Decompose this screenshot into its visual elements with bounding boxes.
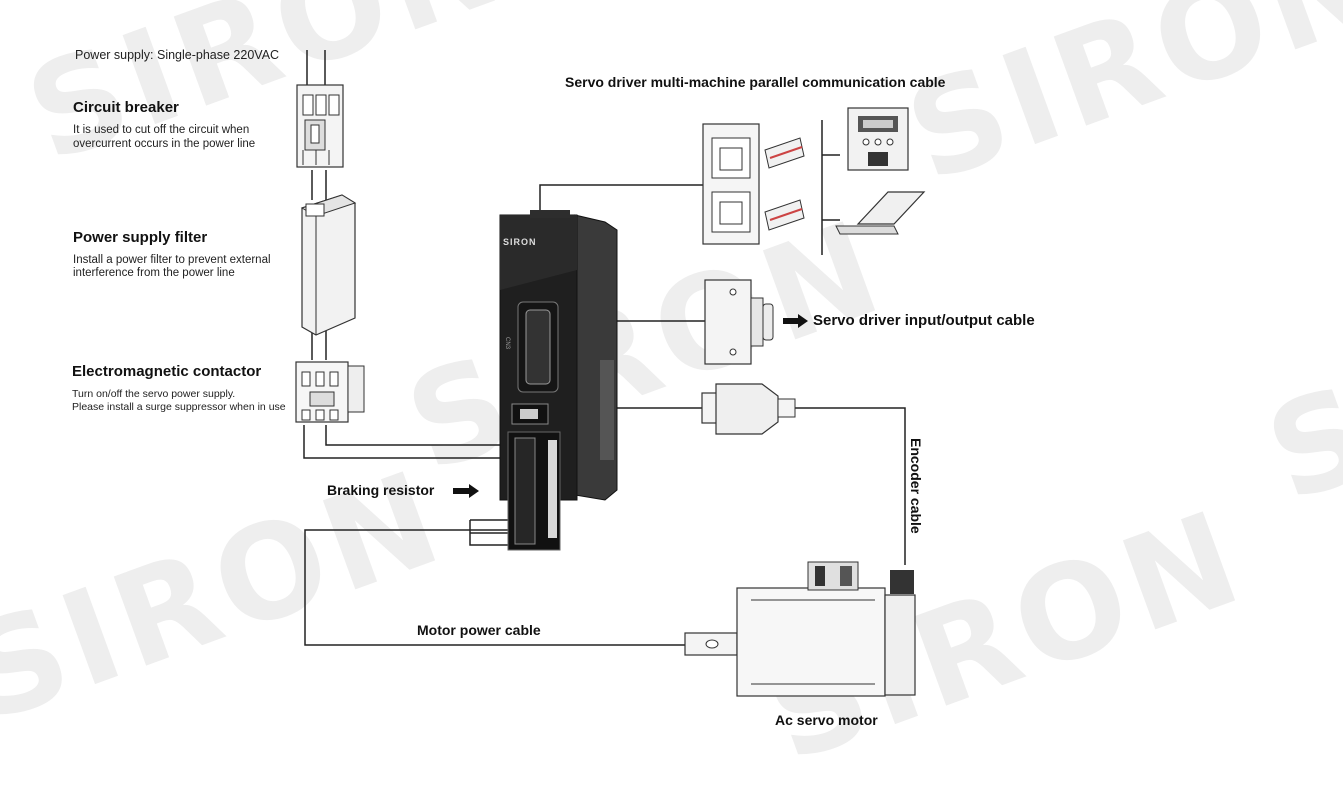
io-arrow-icon [783, 314, 808, 328]
power-filter-title: Power supply filter [73, 229, 208, 246]
driver-port-label: CN3 [504, 336, 511, 350]
braking-resistor-label: Braking resistor [327, 482, 435, 498]
contactor-title: Electromagnetic contactor [72, 363, 262, 380]
io-connector-icon [704, 279, 774, 365]
power-filter-desc-line2: interference from the power line [73, 267, 235, 279]
encoder-connector-icon [701, 383, 796, 435]
contactor-desc-line2: Please install a surge suppressor when i… [72, 401, 286, 413]
power-supply-label: Power supply: Single-phase 220VAC [75, 48, 280, 62]
power-filter-icon [300, 194, 357, 336]
driver-brand-logo: SIRON [503, 237, 537, 247]
motor-power-cable-label: Motor power cable [417, 622, 541, 638]
power-filter-desc-line1: Install a power filter to prevent extern… [73, 254, 271, 266]
encoder-cable-label: Encoder cable [908, 438, 924, 534]
braking-arrow-icon [453, 484, 479, 498]
control-panel-icon [847, 107, 909, 171]
laptop-icon [835, 191, 926, 235]
contactor-desc-line1: Turn on/off the servo power supply. [72, 388, 236, 400]
comm-cable-label: Servo driver multi-machine parallel comm… [565, 74, 946, 90]
diagram-graphics [295, 50, 926, 697]
circuit-breaker-icon [296, 84, 344, 168]
circuit-breaker-desc-line2: overcurrent occurs in the power line [73, 138, 256, 150]
servo-driver-icon [499, 210, 618, 551]
comm-port-module-icon [702, 123, 805, 245]
servo-motor-label: Ac servo motor [775, 712, 878, 728]
contactor-icon [295, 361, 365, 423]
io-cable-label: Servo driver input/output cable [813, 312, 1035, 329]
servo-motor-icon [684, 561, 916, 697]
circuit-breaker-title: Circuit breaker [73, 99, 179, 116]
circuit-breaker-desc-line1: It is used to cut off the circuit when [73, 124, 250, 136]
